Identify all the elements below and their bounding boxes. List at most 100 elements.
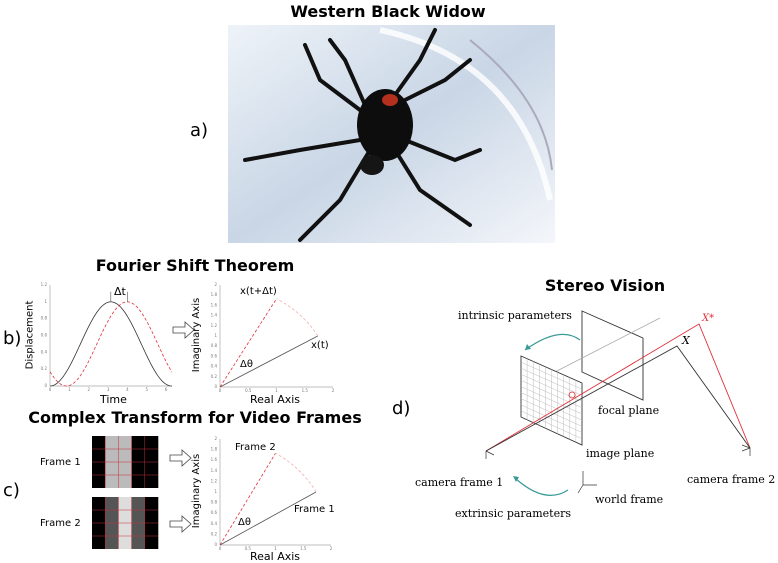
- extrinsic-label: extrinsic parameters: [455, 507, 572, 520]
- point-x-star-label: X*: [702, 313, 715, 324]
- image-grid: [520, 392, 583, 421]
- x-tick-label: 1.5: [300, 546, 307, 551]
- label-shifted-b: x(t+Δt): [240, 286, 277, 297]
- panel-d-label: d): [392, 398, 411, 419]
- y-tick-label: 0.4: [41, 349, 48, 354]
- arrow-frame-1: [169, 449, 192, 467]
- x-tick-label: 2: [332, 388, 335, 393]
- y-tick-label: 1.8: [211, 447, 218, 452]
- arrow-b: [172, 321, 195, 339]
- image-grid: [520, 404, 583, 433]
- y-tick-label: 0.2: [41, 366, 48, 371]
- y-tick-label: 0.2: [211, 531, 218, 536]
- y-tick-label: 0.6: [211, 510, 218, 515]
- shifted-signal-line: [49, 301, 173, 387]
- x-tick-label: 6: [165, 387, 168, 392]
- y-tick-label: 0.8: [211, 500, 218, 505]
- y-tick-label: 1: [214, 333, 217, 338]
- projected-point: [568, 391, 576, 399]
- arrow-frame-2: [169, 515, 192, 533]
- image-grid: [520, 367, 583, 396]
- intrinsic-label: intrinsic parameters: [458, 309, 572, 322]
- complex-b-ylabel: Imaginary Axis: [191, 297, 203, 373]
- label-original-c: Frame 1: [294, 504, 335, 515]
- original-signal-line: [49, 301, 173, 387]
- x-tick-label: 0.5: [245, 388, 252, 393]
- y-tick-label: 0.8: [41, 316, 48, 321]
- extrinsic-arrow-head: [513, 476, 519, 482]
- angle-c: Δθ: [238, 517, 251, 528]
- delta-t-marker: [110, 291, 128, 302]
- panel-a-label: a): [190, 120, 209, 141]
- complex-c-ylabel: Imaginary Axis: [191, 453, 203, 529]
- camera-frame-2-label: camera frame 2: [687, 473, 776, 486]
- y-tick-label: 1.8: [211, 292, 218, 297]
- ray-x-star: [485, 323, 751, 452]
- angle-b: Δθ: [240, 359, 253, 370]
- complex-c-arc: [275, 452, 317, 493]
- image-grid: [520, 398, 583, 427]
- y-tick-label: 0.6: [41, 333, 48, 338]
- x-tick-label: 1: [68, 387, 71, 392]
- panel-b-title: Fourier Shift Theorem: [95, 256, 295, 275]
- y-tick-label: 0: [44, 383, 47, 388]
- y-tick-label: 0.4: [211, 364, 218, 369]
- point-x-label: X: [682, 334, 690, 347]
- x-tick-label: 4: [126, 387, 129, 392]
- label-original-b: x(t): [311, 340, 329, 351]
- camera-axes: [485, 444, 751, 459]
- complex-c-xlabel: Real Axis: [250, 550, 301, 563]
- panel-c-label: c): [3, 480, 20, 501]
- image-grid: [520, 386, 583, 415]
- image-grid: [520, 380, 583, 409]
- x-tick-label: 0: [49, 387, 52, 392]
- complex-b-arc: [276, 298, 319, 337]
- optical-axis: [552, 317, 661, 374]
- y-tick-label: 1: [44, 299, 47, 304]
- complex-b-xlabel: Real Axis: [250, 393, 301, 406]
- x-tick-label: 1: [274, 546, 277, 551]
- panel-d-title: Stereo Vision: [544, 276, 666, 295]
- ray-x: [485, 345, 751, 452]
- x-tick-label: 0: [219, 546, 222, 551]
- x-tick-label: 3: [107, 387, 110, 392]
- complex-c-shifted-vector: [219, 453, 276, 546]
- image-grid: [520, 374, 583, 402]
- complex-c-axes: [219, 439, 331, 546]
- extrinsic-arrow: [514, 477, 569, 496]
- y-tick-label: 0: [214, 384, 217, 389]
- y-tick-label: 0.6: [211, 353, 218, 358]
- x-tick-label: 1: [275, 388, 278, 393]
- complex-b-axes: [219, 285, 333, 388]
- x-tick-label: 5: [146, 387, 149, 392]
- delta-t-label: Δt: [114, 285, 126, 298]
- world-frame-label: world frame: [595, 493, 664, 506]
- x-tick-label: 0: [219, 388, 222, 393]
- y-tick-label: 1.6: [211, 457, 218, 462]
- y-tick-label: 0.2: [211, 374, 218, 379]
- panel-b-label: b): [3, 328, 22, 349]
- y-tick-label: 2: [214, 282, 217, 287]
- panel-a-title: Western Black Widow: [290, 2, 486, 21]
- complex-b-original-vector: [219, 335, 318, 388]
- complex-b-shifted-vector: [219, 298, 277, 388]
- complex-c-original-vector: [219, 491, 317, 546]
- world-frame-axes: [577, 471, 597, 494]
- intrinsic-arrow: [524, 333, 581, 351]
- label-shifted-c: Frame 2: [235, 442, 276, 453]
- frame-1-label: Frame 1: [40, 457, 81, 468]
- y-tick-label: 1.2: [211, 478, 218, 483]
- time-xlabel: Time: [100, 393, 127, 406]
- y-tick-label: 0: [214, 542, 217, 547]
- y-tick-label: 0.8: [211, 343, 218, 348]
- image-grid: [520, 361, 583, 390]
- image-grid: [520, 410, 583, 440]
- y-tick-label: 2: [214, 436, 217, 441]
- image-plane-label: image plane: [586, 447, 655, 460]
- intrinsic-arrow-head: [525, 344, 531, 350]
- x-tick-label: 2: [330, 546, 333, 551]
- x-tick-label: 0.5: [245, 546, 252, 551]
- frame-2-label: Frame 2: [40, 518, 81, 529]
